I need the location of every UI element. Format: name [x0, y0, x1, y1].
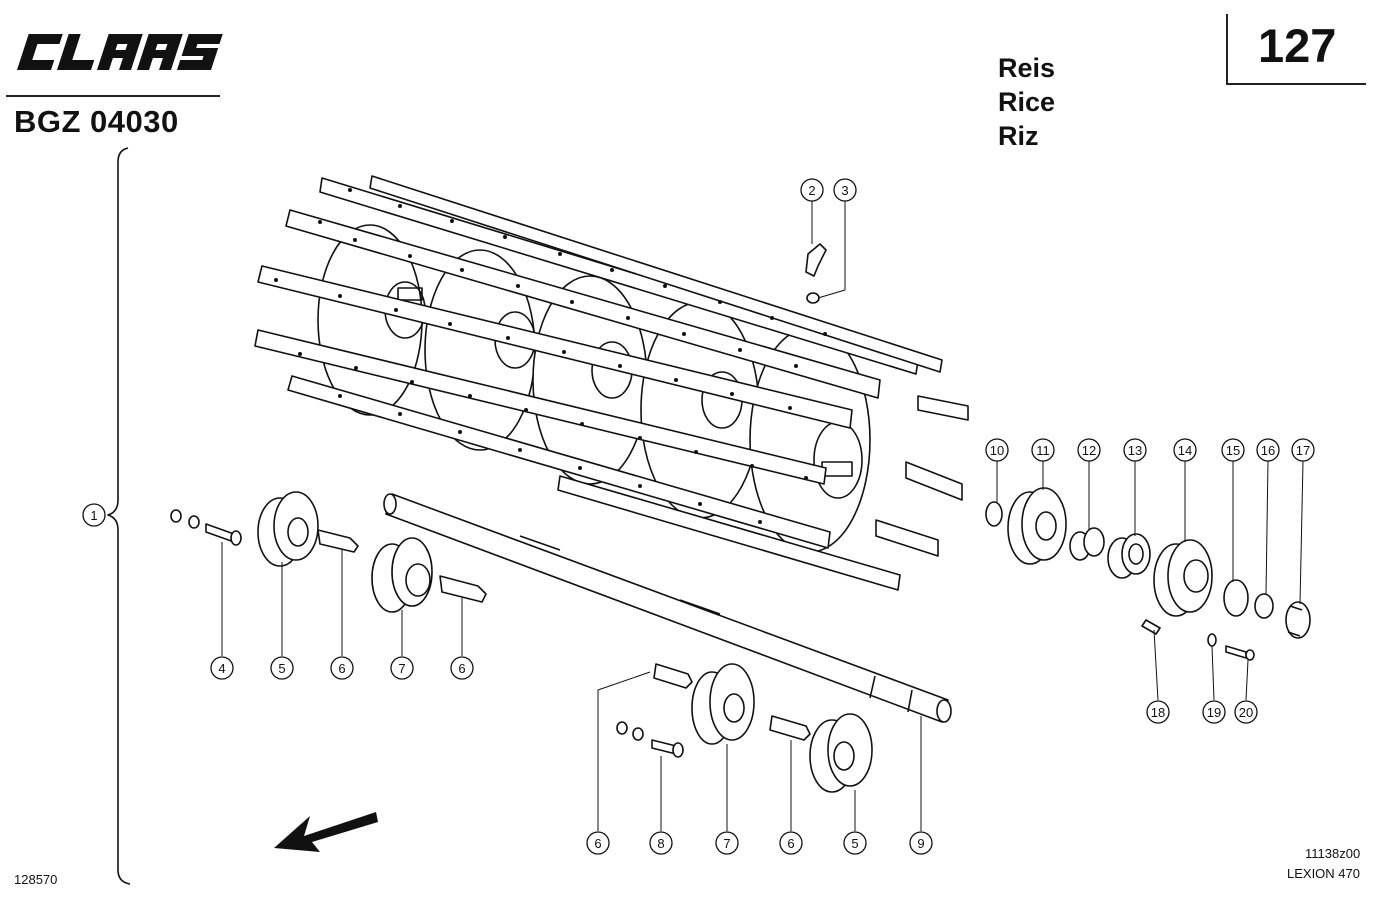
callout-9: 9	[909, 831, 933, 855]
pin	[805, 243, 827, 277]
svg-text:7: 7	[398, 661, 405, 676]
crop-label-en: Rice	[998, 87, 1056, 117]
left-key-2	[439, 575, 487, 603]
svg-text:8: 8	[657, 836, 664, 851]
svg-text:11: 11	[1036, 443, 1050, 458]
callout-2: 2	[800, 178, 824, 202]
svg-text:5: 5	[851, 836, 858, 851]
rotor-shaft	[383, 493, 952, 723]
crop-label-de: Reis	[998, 53, 1056, 83]
svg-text:9: 9	[917, 836, 924, 851]
callout-5: 5	[843, 831, 867, 855]
model-name: LEXION 470	[1287, 866, 1360, 881]
callout-7: 7	[390, 656, 414, 680]
bolt-20	[1225, 645, 1255, 661]
bolt-18	[1141, 619, 1161, 635]
svg-text:6: 6	[787, 836, 794, 851]
svg-text:10: 10	[990, 443, 1004, 458]
bottom-nut-washer	[616, 721, 644, 741]
callout-6: 6	[586, 831, 610, 855]
callout-14: 14	[1173, 438, 1197, 462]
callout-17: 17	[1291, 438, 1315, 462]
crop-label-fr: Riz	[998, 121, 1039, 151]
drawing-code: 11138z00	[1305, 846, 1361, 861]
page-number-box-left	[1226, 14, 1228, 84]
bottom-key	[653, 663, 693, 689]
page-number: 127	[1258, 19, 1337, 72]
callout-20: 20	[1234, 700, 1258, 724]
callout-3: 3	[833, 178, 857, 202]
svg-text:16: 16	[1261, 443, 1275, 458]
callout-5: 5	[270, 656, 294, 680]
nut-17	[1285, 601, 1311, 639]
svg-text:12: 12	[1082, 443, 1096, 458]
callout-7: 7	[715, 831, 739, 855]
svg-text:2: 2	[808, 183, 815, 198]
bottom-key-2	[769, 715, 811, 741]
callout-18: 18	[1146, 700, 1170, 724]
pin-nut	[806, 292, 820, 304]
callout-4: 4	[210, 656, 234, 680]
callout-16: 16	[1256, 438, 1280, 462]
left-bolt	[205, 523, 242, 546]
group-code: BGZ 04030	[14, 104, 179, 139]
callout-15: 15	[1221, 438, 1245, 462]
page-number-box-bottom	[1226, 83, 1366, 85]
header-rule-left	[6, 95, 220, 97]
svg-text:5: 5	[278, 661, 285, 676]
callout-11: 11	[1031, 438, 1055, 462]
svg-text:7: 7	[723, 836, 730, 851]
callout-6: 6	[330, 656, 354, 680]
washer-19	[1207, 633, 1217, 647]
bottom-flange	[691, 663, 755, 745]
bearing-housing-11	[1007, 487, 1067, 565]
left-hub	[257, 491, 319, 567]
circlip-10	[985, 501, 1003, 527]
ring-16	[1254, 593, 1274, 619]
svg-text:15: 15	[1226, 443, 1240, 458]
sleeve-12	[1069, 527, 1105, 561]
svg-text:13: 13	[1128, 443, 1142, 458]
callout-13: 13	[1123, 438, 1147, 462]
bottom-bolt	[651, 739, 684, 758]
left-flange	[371, 537, 433, 613]
callout-19: 19	[1202, 700, 1226, 724]
svg-text:3: 3	[841, 183, 848, 198]
direction-arrow	[274, 812, 378, 852]
svg-text:19: 19	[1207, 705, 1221, 720]
svg-text:6: 6	[338, 661, 345, 676]
callout-12: 12	[1077, 438, 1101, 462]
left-nut-washer	[170, 509, 200, 529]
svg-text:6: 6	[458, 661, 465, 676]
svg-text:20: 20	[1239, 705, 1253, 720]
svg-text:6: 6	[594, 836, 601, 851]
callout-8: 8	[649, 831, 673, 855]
claas-logo	[17, 34, 223, 70]
rotor-drum	[254, 175, 969, 591]
ring-15	[1223, 579, 1249, 617]
callout-6: 6	[450, 656, 474, 680]
svg-text:1: 1	[90, 508, 97, 523]
footer-left-code: 128570	[14, 872, 58, 887]
callout-1: 1	[82, 503, 106, 527]
assembly-bracket	[107, 147, 131, 885]
svg-text:4: 4	[218, 661, 225, 676]
svg-text:14: 14	[1178, 443, 1192, 458]
callout-10: 10	[985, 438, 1009, 462]
svg-text:18: 18	[1151, 705, 1165, 720]
bearing-13	[1107, 533, 1151, 579]
flange-14	[1153, 539, 1213, 617]
left-key	[317, 529, 359, 553]
svg-text:17: 17	[1296, 443, 1310, 458]
bottom-hub	[809, 713, 873, 793]
callout-6: 6	[779, 831, 803, 855]
